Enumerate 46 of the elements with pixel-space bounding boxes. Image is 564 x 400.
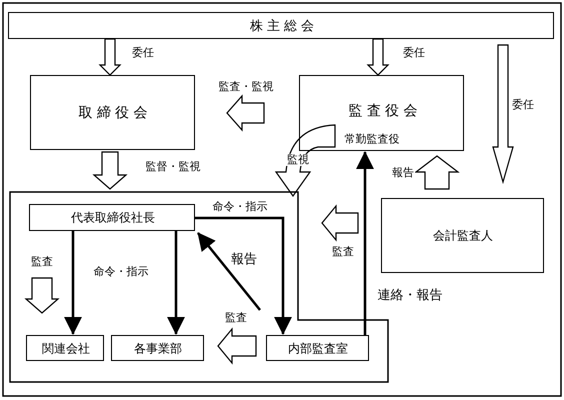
block-arrow — [414, 155, 460, 190]
curved-block-arrow — [275, 124, 336, 197]
arrow — [197, 232, 261, 311]
board-box — [30, 75, 195, 150]
block-arrow — [226, 94, 265, 132]
edge-label: 監査 — [30, 256, 54, 268]
box-title: 各事業部 — [134, 340, 182, 358]
block-arrow — [366, 38, 390, 76]
box-title: 監 査 役 会 — [348, 102, 418, 120]
edge-label: 連絡・報告 — [376, 288, 444, 304]
edge-label: 委任 — [511, 98, 535, 112]
arrow — [64, 231, 82, 335]
block-arrow — [217, 327, 257, 365]
block-arrow — [92, 151, 128, 190]
edge-label: 命令・指示 — [212, 200, 268, 214]
division-box — [111, 335, 204, 361]
box-title: 代表取締役社長 — [71, 210, 155, 226]
box-title: 関連会社 — [42, 340, 90, 358]
block-arrow — [492, 44, 514, 184]
arrow — [195, 216, 292, 335]
edge-label: 監査・監視 — [218, 80, 274, 94]
president-box — [29, 204, 195, 231]
arrow — [356, 151, 374, 335]
box-title: 取 締 役 会 — [78, 104, 148, 122]
edge-label: 報告 — [391, 166, 415, 180]
edge-label: 監査 — [224, 312, 248, 324]
box-title: 株 主 総 会 — [250, 18, 314, 35]
box-title: 内部監査室 — [288, 340, 348, 358]
sub-label: 常勤監査役 — [344, 132, 400, 146]
edge-label: 委任 — [402, 46, 426, 60]
auditor-board-box — [299, 75, 464, 151]
arrow — [167, 231, 185, 335]
edge-label: 監視 — [286, 154, 310, 166]
block-arrow — [98, 38, 122, 76]
edge-label: 報告 — [230, 252, 258, 268]
accountant-box — [381, 198, 544, 273]
edge-label: 命令・指示 — [92, 266, 150, 278]
edge-label: 委任 — [131, 46, 155, 60]
internal-audit-box — [266, 335, 369, 361]
edge-label: 監督・監視 — [144, 160, 202, 174]
edge-label: 監査 — [331, 246, 355, 258]
block-arrow — [24, 277, 60, 314]
box-title: 会計監査人 — [433, 228, 493, 244]
block-arrow — [321, 204, 359, 242]
affiliate-box — [26, 335, 104, 361]
meeting-bar — [8, 12, 554, 39]
